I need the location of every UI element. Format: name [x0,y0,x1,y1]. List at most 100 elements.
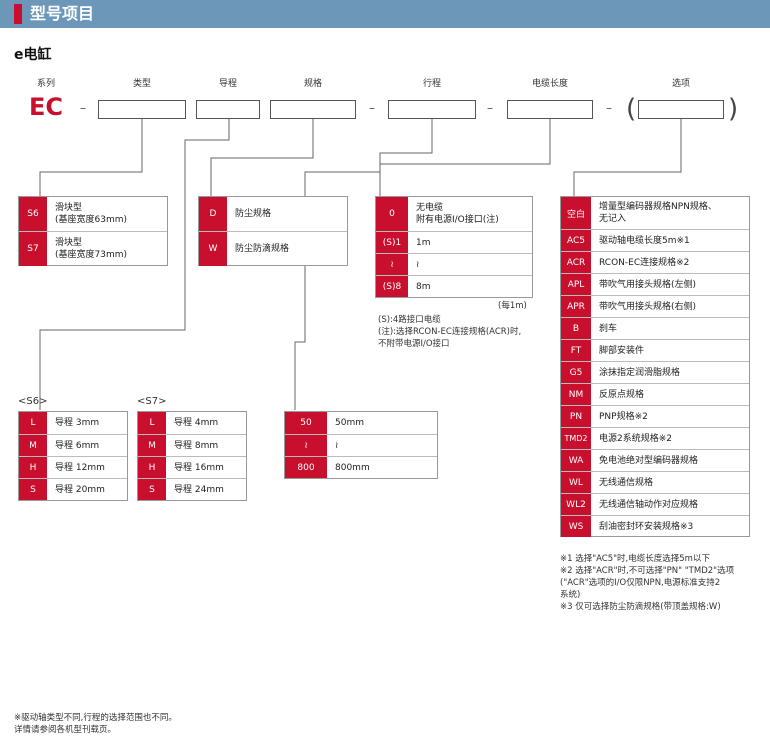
cable-field[interactable] [507,100,593,119]
option-desc: 滑块型 (基座宽度73mm) [55,238,128,260]
option-code: H [19,457,47,478]
table-row[interactable]: 50 50mm [285,412,437,435]
option-code: ≀ [376,254,408,275]
table-row[interactable]: B 刹车 [561,318,749,340]
table-row[interactable]: L 导程 3mm [19,412,127,435]
dash-separator: – [369,101,375,115]
table-row[interactable]: ACR RCON-EC连接规格※2 [561,252,749,274]
table-row[interactable]: G5 涂抹指定润滑脂规格 [561,362,749,384]
table-row[interactable]: W 防尘防滴规格 [199,232,347,266]
option-code: ≀ [285,435,327,456]
options-table: 空白 增量型编码器规格NPN规格、 无记入 AC5 驱动轴电缆长度5m※1 AC… [560,196,750,537]
option-code: L [138,412,166,434]
option-desc: 导程 16mm [174,462,224,473]
option-desc: 增量型编码器规格NPN规格、 无记入 [599,202,717,224]
table-row[interactable]: WA 免电池绝对型编码器规格 [561,450,749,472]
cable-unit-note: (每1m) [498,301,527,311]
table-row[interactable]: PN PNP规格※2 [561,406,749,428]
col-label-options: 选项 [671,79,690,89]
table-row[interactable]: S 导程 24mm [138,479,246,500]
option-code: W [199,232,227,266]
option-desc: 导程 3mm [55,418,100,428]
table-row[interactable]: WS 刮油密封环安装规格※3 [561,516,749,537]
table-row[interactable]: M 导程 8mm [138,435,246,457]
table-row[interactable]: S 导程 20mm [19,479,127,500]
stroke-options-table: 50 50mm ≀ ≀ 800 800mm [284,411,438,479]
option-code: FT [561,340,591,361]
option-desc: 防尘规格 [235,209,272,219]
option-desc: 驱动轴电缆长度5m※1 [599,235,690,246]
option-code: M [19,435,47,456]
spec-field[interactable] [270,100,356,119]
option-desc: 1m [416,237,431,248]
table-row[interactable]: M 导程 6mm [19,435,127,457]
table-row[interactable]: 空白 增量型编码器规格NPN规格、 无记入 [561,197,749,230]
type-field[interactable] [98,100,186,119]
header-accent-bar [14,4,22,24]
option-code: H [138,457,166,478]
dash-separator: – [80,101,86,115]
table-row[interactable]: L 导程 4mm [138,412,246,435]
option-desc: 导程 4mm [174,418,219,428]
option-desc: 800mm [335,462,370,473]
option-code: G5 [561,362,591,383]
lead-s6-table: L 导程 3mm M 导程 6mm H 导程 12mm S 导程 20mm [18,411,128,501]
table-row[interactable]: 0 无电缆 附有电源I/O接口(注) [376,197,532,232]
col-label-type: 类型 [132,79,151,89]
table-row[interactable]: D 防尘规格 [199,197,347,232]
paren-open: ( [626,94,637,124]
section-header [0,0,770,28]
table-row[interactable]: WL 无线通信规格 [561,472,749,494]
option-desc: 无线通信规格 [599,477,654,488]
option-code: NM [561,384,591,405]
table-row[interactable]: (S)1 1m [376,232,532,254]
option-code: 50 [285,412,327,434]
option-desc: 无电缆 附有电源I/O接口(注) [416,203,499,225]
option-code: WL2 [561,494,591,515]
option-code: 空白 [561,197,591,229]
section-title: 型号项目 [30,4,95,23]
table-row[interactable]: NM 反原点规格 [561,384,749,406]
dash-separator: – [487,101,493,115]
connector-spec [210,119,314,196]
table-row[interactable]: H 导程 16mm [138,457,246,479]
table-row[interactable]: APL 带吹气用接头规格(左侧) [561,274,749,296]
option-desc: 免电池绝对型编码器规格 [599,455,699,466]
option-desc: 带吹气用接头规格(左侧) [599,279,697,290]
option-code: APR [561,296,591,317]
footer-note: ※驱动轴类型不同,行程的选择范围也不同。 详情请参阅各机型刊载页。 [14,713,177,735]
table-row[interactable]: TMD2 电源2系统规格※2 [561,428,749,450]
option-code: WL [561,472,591,493]
table-row[interactable]: APR 带吹气用接头规格(右侧) [561,296,749,318]
option-code: S [19,479,47,500]
dash-separator: – [606,101,612,115]
option-code: APL [561,274,591,295]
option-desc: 8m [416,281,431,292]
table-row[interactable]: ≀ ≀ [285,435,437,457]
table-row[interactable]: S7 滑块型 (基座宽度73mm) [19,232,167,266]
option-code: WA [561,450,591,471]
table-row[interactable]: AC5 驱动轴电缆长度5m※1 [561,230,749,252]
table-row[interactable]: FT 脚部安装件 [561,340,749,362]
option-code: AC5 [561,230,591,251]
stroke-field[interactable] [388,100,476,119]
option-notes: ※1 选择"AC5"时,电缆长度选择5m以下 ※2 选择"ACR"时,不可选择"… [560,554,735,612]
lead-s7-title: <S7> [137,396,167,407]
table-row[interactable]: H 导程 12mm [19,457,127,479]
lead-field[interactable] [196,100,260,119]
table-row[interactable]: WL2 无线通信轴动作对应规格 [561,494,749,516]
paren-close: ) [728,94,739,124]
option-desc: 防尘防滴规格 [235,244,290,254]
option-code: WS [561,516,591,537]
option-desc: 导程 24mm [174,484,224,495]
option-code: L [19,412,47,434]
table-row[interactable]: ≀ ≀ [376,254,532,276]
option-desc: 脚部安装件 [599,345,645,356]
table-row[interactable]: (S)8 8m [376,276,532,297]
options-field[interactable] [638,100,724,119]
option-desc: 导程 12mm [55,462,105,473]
option-desc: RCON-EC连接规格※2 [599,257,690,268]
table-row[interactable]: 800 800mm [285,457,437,478]
option-desc: 导程 20mm [55,484,105,495]
table-row[interactable]: S6 滑块型 (基座宽度63mm) [19,197,167,232]
